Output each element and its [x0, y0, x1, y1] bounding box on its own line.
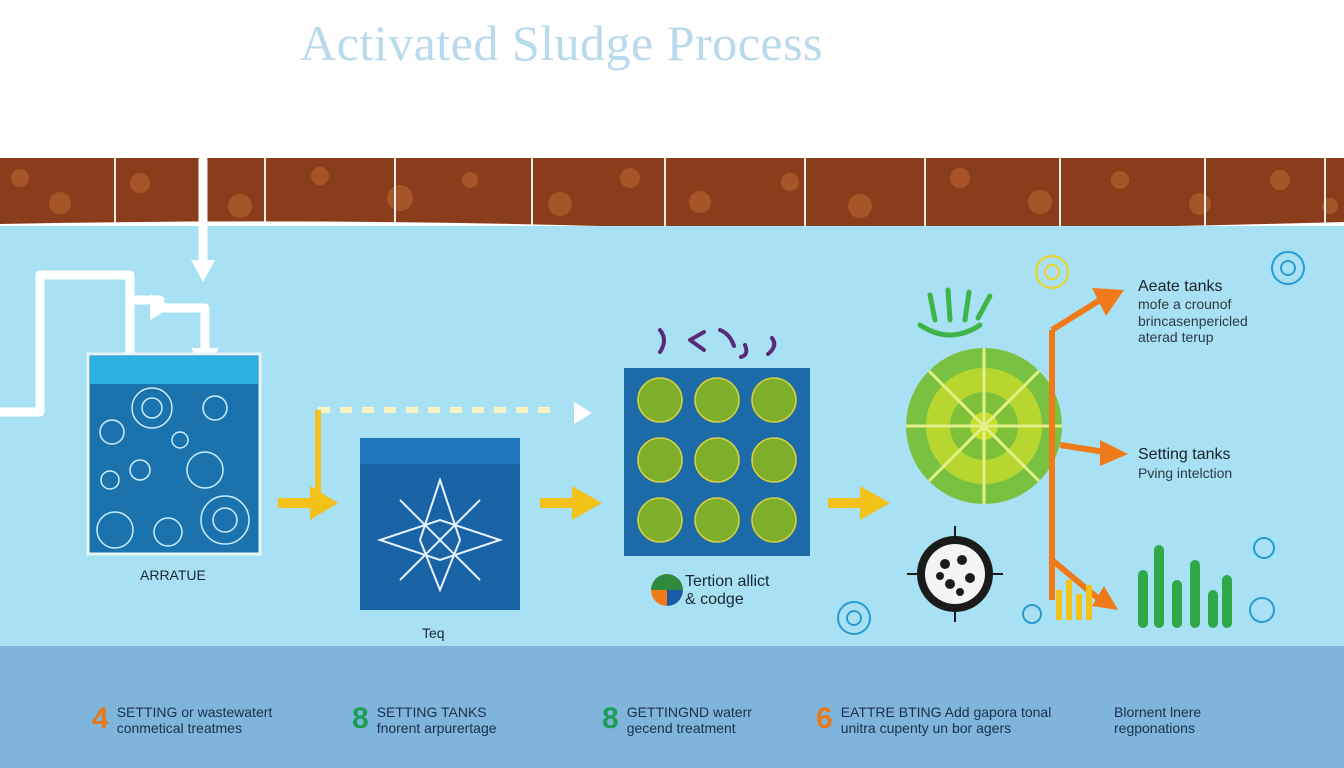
step-line: conmetical treatmes — [116, 720, 242, 736]
settling-tank — [360, 438, 520, 610]
tank2-label: Teq — [422, 625, 445, 641]
step-number: 8 — [352, 702, 369, 735]
step-number: 4 — [92, 702, 109, 735]
step-number: 6 — [816, 702, 833, 735]
leaf-icon — [651, 574, 683, 606]
arrow-right-icon — [278, 486, 890, 520]
plant-icon — [1138, 545, 1232, 628]
step-number: 8 — [602, 702, 619, 735]
step-line: SETTING or wastewatert — [116, 704, 273, 720]
step-line: GETTINGND waterr — [626, 704, 752, 720]
inlet-pipe — [0, 270, 165, 417]
tank3-label-2: & codge — [685, 591, 744, 608]
aeration-tank — [86, 352, 262, 556]
legend-band — [0, 646, 1344, 768]
bacteria-icon — [658, 328, 777, 359]
output-title-aeration: Aeate tanks — [1138, 278, 1223, 295]
step-line: SETTING TANKS — [376, 704, 487, 720]
output-line: aterad terup — [1138, 329, 1214, 345]
step-item: 4 SETTING or wastewatert conmetical trea… — [92, 702, 273, 737]
soil-layer — [0, 158, 1344, 230]
microorganism-icon — [906, 348, 1062, 504]
step-line: Blornent lnere — [1114, 704, 1202, 720]
output-line: Pving intelction — [1138, 465, 1233, 481]
step-line: fnorent arpurertage — [376, 720, 497, 736]
arrow-right-icon — [150, 294, 172, 320]
output-line: brincasenpericled — [1138, 313, 1248, 329]
plant-icon — [1056, 580, 1092, 620]
output-line: mofe a crounof — [1138, 296, 1232, 312]
arrow-right-icon — [1092, 288, 1128, 610]
step-item: 8 GETTINGND waterr gecend treatment — [602, 702, 752, 737]
arrow-down-icon — [191, 260, 215, 282]
page-title: Activated Sludge Process — [300, 15, 824, 71]
step-line: gecend treatment — [626, 720, 736, 736]
step-item: Blornent lnere regponations — [1114, 704, 1201, 736]
step-line: regponations — [1114, 720, 1195, 736]
bacteria-icon — [907, 526, 1003, 622]
step-line: EATTRE BTING Add gapora tonal — [840, 704, 1052, 720]
step-item: 8 SETTING TANKS fnorent arpurertage — [352, 702, 497, 737]
step-line: unitra cupenty un bor agers — [840, 720, 1012, 736]
plant-icon — [917, 287, 993, 338]
step-item: 6 EATTRE BTING Add gapora tonal unitra c… — [816, 702, 1052, 737]
treatment-tank — [624, 368, 810, 556]
tank3-label-1: Tertion allict — [685, 573, 770, 590]
output-title-settling: Setting tanks — [1138, 446, 1231, 463]
tank1-label: ARRATUE — [140, 567, 206, 583]
